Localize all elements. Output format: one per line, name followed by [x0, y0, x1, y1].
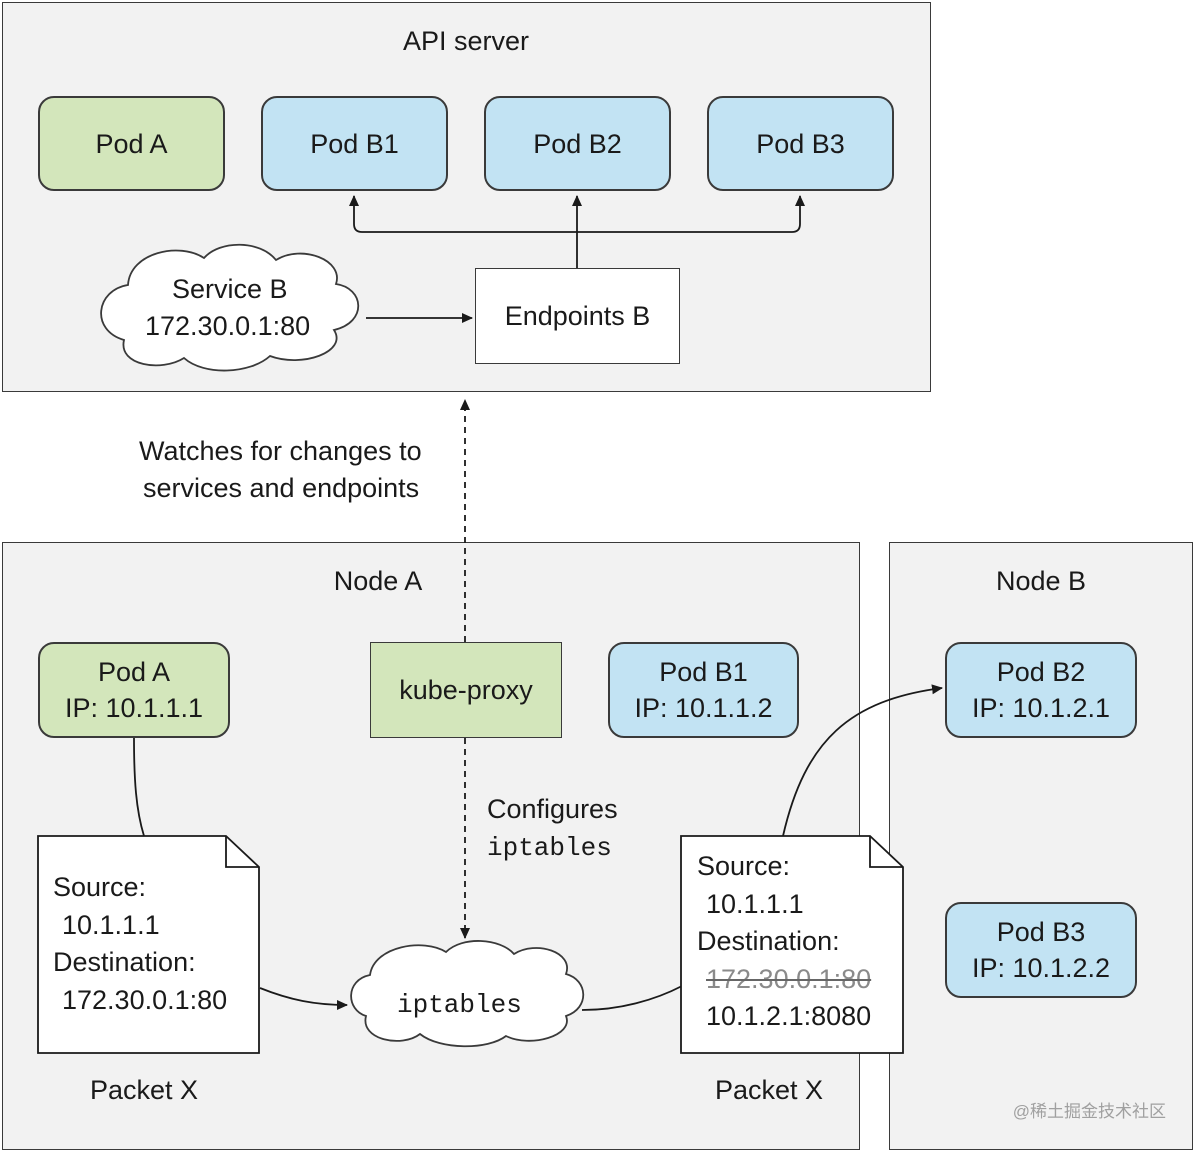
node-b-pod-b2-ip: IP: 10.1.2.1 — [971, 693, 1111, 723]
packet-out-content: Source: 10.1.1.1 Destination: 172.30.0.1… — [697, 848, 871, 1036]
iptables-to-packet-line — [581, 985, 683, 1011]
packet-out-source: 10.1.1.1 — [706, 888, 804, 919]
packet-out-source-label: Source: — [697, 851, 791, 881]
node-b-pod-b3-ip: IP: 10.1.2.2 — [971, 953, 1111, 983]
endpoints-b-label: Endpoints B — [504, 300, 651, 331]
watch-label-line2: services and endpoints — [143, 473, 420, 503]
iptables-cloud — [350, 940, 585, 1048]
kube-proxy-label: kube-proxy — [399, 674, 533, 705]
watch-label-line1: Watches for changes to — [139, 436, 422, 466]
api-pod-b3[interactable]: Pod B3 — [707, 96, 894, 191]
packet-out-dest-new: 10.1.2.1:8080 — [706, 1001, 872, 1031]
service-cloud — [100, 243, 360, 372]
packet-in-dest-label: Destination: — [53, 947, 196, 977]
node-a-pod-b1-ip: IP: 10.1.1.2 — [634, 693, 773, 723]
packet-to-pod-b2-arrow — [782, 684, 943, 837]
node-a-pod-b1[interactable]: Pod B1 IP: 10.1.1.2 — [608, 642, 799, 738]
packet-to-iptables-arrow — [259, 987, 348, 1010]
packet-out-dest-old: 172.30.0.1:80 — [706, 963, 872, 994]
api-pod-a[interactable]: Pod A — [38, 96, 225, 191]
packet-out-caption: Packet X — [715, 1075, 824, 1105]
node-b-pod-b2-name: Pod B2 — [996, 657, 1086, 687]
node-a-pod-a-name: Pod A — [97, 657, 171, 687]
endpoints-b-box[interactable]: Endpoints B — [475, 268, 680, 364]
endpoints-branch-right — [577, 195, 805, 233]
packet-fold-in — [225, 836, 259, 868]
packet-in-caption: Packet X — [90, 1075, 199, 1105]
node-b-pod-b2[interactable]: Pod B2 IP: 10.1.2.1 — [945, 642, 1137, 738]
configures-iptables-label: iptables — [487, 833, 612, 863]
packet-in-dest: 172.30.0.1:80 — [62, 984, 228, 1015]
node-b-pod-b3-name: Pod B3 — [996, 917, 1086, 947]
packet-in-source-label: Source: — [53, 872, 147, 902]
node-a-pod-b1-name: Pod B1 — [659, 657, 748, 687]
node-b-title: Node B — [995, 566, 1087, 596]
node-a-pod-a[interactable]: Pod A IP: 10.1.1.1 — [38, 642, 230, 738]
service-b-name: Service B — [172, 274, 288, 304]
pod-a-to-packet-line — [133, 737, 145, 837]
configures-label: Configures — [487, 794, 618, 824]
endpoints-branch-left — [349, 195, 577, 233]
api-pod-b2[interactable]: Pod B2 — [484, 96, 671, 191]
packet-x-document-out — [680, 835, 904, 1054]
iptables-label: iptables — [397, 990, 522, 1020]
packet-in-source: 10.1.1.1 — [62, 909, 160, 940]
service-b-address: 172.30.0.1:80 — [145, 311, 311, 341]
api-server-title: API server — [402, 26, 530, 56]
packet-fold-out — [869, 836, 903, 868]
api-pod-b2-label: Pod B2 — [533, 128, 622, 159]
api-pod-b3-label: Pod B3 — [756, 128, 845, 159]
api-pod-b1-label: Pod B1 — [310, 128, 399, 159]
node-a-title: Node A — [333, 566, 423, 596]
packet-in-content: Source: 10.1.1.1 Destination: 172.30.0.1… — [53, 869, 227, 1019]
node-a-pod-a-ip: IP: 10.1.1.1 — [64, 693, 204, 723]
node-b-pod-b3[interactable]: Pod B3 IP: 10.1.2.2 — [945, 902, 1137, 998]
packet-x-document-in — [37, 835, 260, 1054]
api-pod-b1[interactable]: Pod B1 — [261, 96, 448, 191]
watermark-text: @稀土掘金技术社区 — [1012, 1102, 1166, 1121]
kube-proxy-box[interactable]: kube-proxy — [370, 642, 562, 738]
packet-out-dest-label: Destination: — [697, 926, 840, 956]
api-pod-a-label: Pod A — [95, 128, 168, 159]
